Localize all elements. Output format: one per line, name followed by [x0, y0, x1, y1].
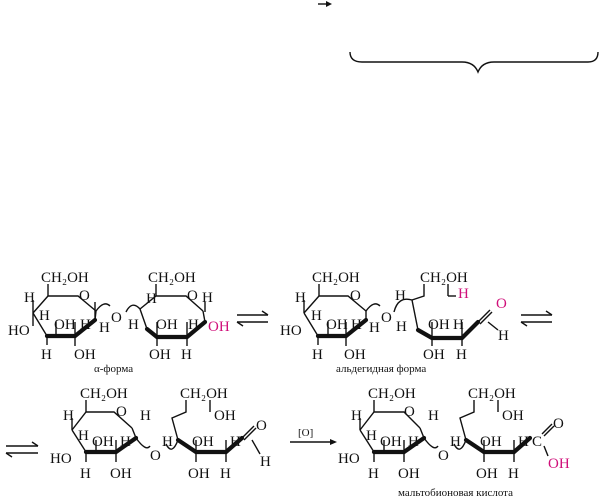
s4-glyco-o: O — [438, 448, 449, 464]
s4-oh: OH — [380, 434, 402, 450]
s1-ch2oh-2: CH₂OH — [148, 270, 196, 286]
s2-h: H — [456, 347, 467, 363]
s3-oh: OH — [192, 434, 214, 450]
s4-caption: мальтобионовая кислота — [398, 487, 513, 499]
s1-anomeric-oh: OH — [208, 319, 230, 335]
structure-alpha-form: CH₂OH CH₂OH H O O H OH H H O H H HO H OH… — [8, 270, 230, 375]
s1-h: H — [181, 347, 192, 363]
s2-h: H — [395, 288, 406, 304]
s4-oh: OH — [502, 408, 524, 424]
s4-ho: HO — [338, 451, 360, 467]
s1-h: H — [188, 317, 199, 333]
s1-h: H — [146, 291, 157, 307]
s1-h: H — [80, 317, 91, 333]
s4-ch2oh-1: CH₂OH — [368, 386, 416, 402]
s2-h: H — [311, 308, 322, 324]
s4-oh: OH — [398, 466, 420, 482]
s4-h: H — [368, 466, 379, 482]
s3-ch2oh-1: CH₂OH — [80, 386, 128, 402]
structure-maltobionic-acid: CH₂OH CH₂OH O H H OH O H OH H O H OH H C… — [338, 386, 570, 499]
top-arrow — [318, 1, 332, 7]
s3-h: H — [230, 434, 241, 450]
s3-aldehyde-o: O — [256, 418, 267, 434]
equilibrium-arrow-3 — [5, 441, 39, 458]
s1-oh: OH — [74, 347, 96, 363]
s1-h: H — [99, 320, 110, 336]
s2-ch2oh-1: CH₂OH — [312, 270, 360, 286]
s1-h: H — [24, 290, 35, 306]
s3-ring-o: O — [116, 404, 127, 420]
s2-ch2oh-2: CH₂OH — [420, 270, 468, 286]
s1-ho: HO — [8, 323, 30, 339]
s3-h: H — [80, 466, 91, 482]
s4-h: H — [366, 428, 377, 444]
s2-h: H — [396, 319, 407, 335]
s1-ring-o-2: O — [187, 288, 198, 304]
s4-acid-o: O — [553, 416, 564, 432]
s1-oh: OH — [54, 317, 76, 333]
s2-ho: HO — [280, 323, 302, 339]
s3-ho: HO — [50, 451, 72, 467]
s3-oh: OH — [188, 466, 210, 482]
s4-ch2oh-2: CH₂OH — [468, 386, 516, 402]
s4-h: H — [408, 434, 419, 450]
s1-caption: α-форма — [94, 363, 133, 375]
s2-h-pink: H — [458, 286, 469, 302]
equilibrium-arrow-1 — [236, 310, 269, 327]
s1-h: H — [128, 317, 139, 333]
s3-h: H — [162, 434, 173, 450]
s1-h: H — [39, 308, 50, 324]
s1-h: H — [41, 347, 52, 363]
s1-oh: OH — [156, 317, 178, 333]
s2-aldehyde-h: H — [498, 328, 509, 344]
s2-h: H — [351, 317, 362, 333]
s4-acid-oh: OH — [548, 456, 570, 472]
s3-h: H — [63, 408, 74, 424]
s3-oh: OH — [110, 466, 132, 482]
s3-h: H — [140, 408, 151, 424]
s4-oh: OH — [476, 466, 498, 482]
s1-ring-o-1: O — [79, 288, 90, 304]
s2-oh: OH — [423, 347, 445, 363]
s1-h: H — [202, 290, 213, 306]
s2-ring-o: O — [350, 288, 361, 304]
oxidation-label: [O] — [298, 427, 313, 439]
s2-oh: OH — [344, 347, 366, 363]
equilibrium-arrow-2 — [520, 310, 553, 327]
s3-ch2oh-2: CH₂OH — [180, 386, 228, 402]
s3-h: H — [220, 466, 231, 482]
s3-h: H — [78, 428, 89, 444]
s2-aldehyde-o: O — [496, 296, 507, 312]
s3-aldehyde-h: H — [260, 454, 271, 470]
s4-h: H — [518, 434, 529, 450]
s1-glyco-o: O — [111, 310, 122, 326]
s1-ch2oh-1: CH₂OH — [41, 270, 89, 286]
s4-h: H — [508, 466, 519, 482]
s2-h: H — [295, 290, 306, 306]
s4-h: H — [428, 408, 439, 424]
oxidation-arrow: [O] — [290, 427, 337, 445]
s2-caption: альдегидная форма — [336, 363, 426, 375]
s4-h: H — [351, 408, 362, 424]
s4-ring-o: O — [404, 404, 415, 420]
s2-glyco-o: O — [381, 310, 392, 326]
s4-h: H — [450, 434, 461, 450]
s3-h: H — [120, 434, 131, 450]
s2-h: H — [369, 320, 380, 336]
s3-glyco-o: O — [150, 448, 161, 464]
s3-oh: OH — [214, 408, 236, 424]
s2-oh: OH — [428, 317, 450, 333]
structure-aldehyde-form: CH₂OH CH₂OH H O H H H OH H H O O HO H OH… — [280, 270, 509, 375]
s4-oh: OH — [480, 434, 502, 450]
structure-open-chain: CH₂OH CH₂OH O H H OH H OH H O H OH H O H… — [50, 386, 271, 482]
s1-oh: OH — [149, 347, 171, 363]
s3-oh: OH — [92, 434, 114, 450]
top-brace — [349, 51, 599, 74]
s4-acid-c: C — [532, 434, 542, 450]
s2-h: H — [312, 347, 323, 363]
s2-h: H — [453, 317, 464, 333]
s2-oh: OH — [326, 317, 348, 333]
